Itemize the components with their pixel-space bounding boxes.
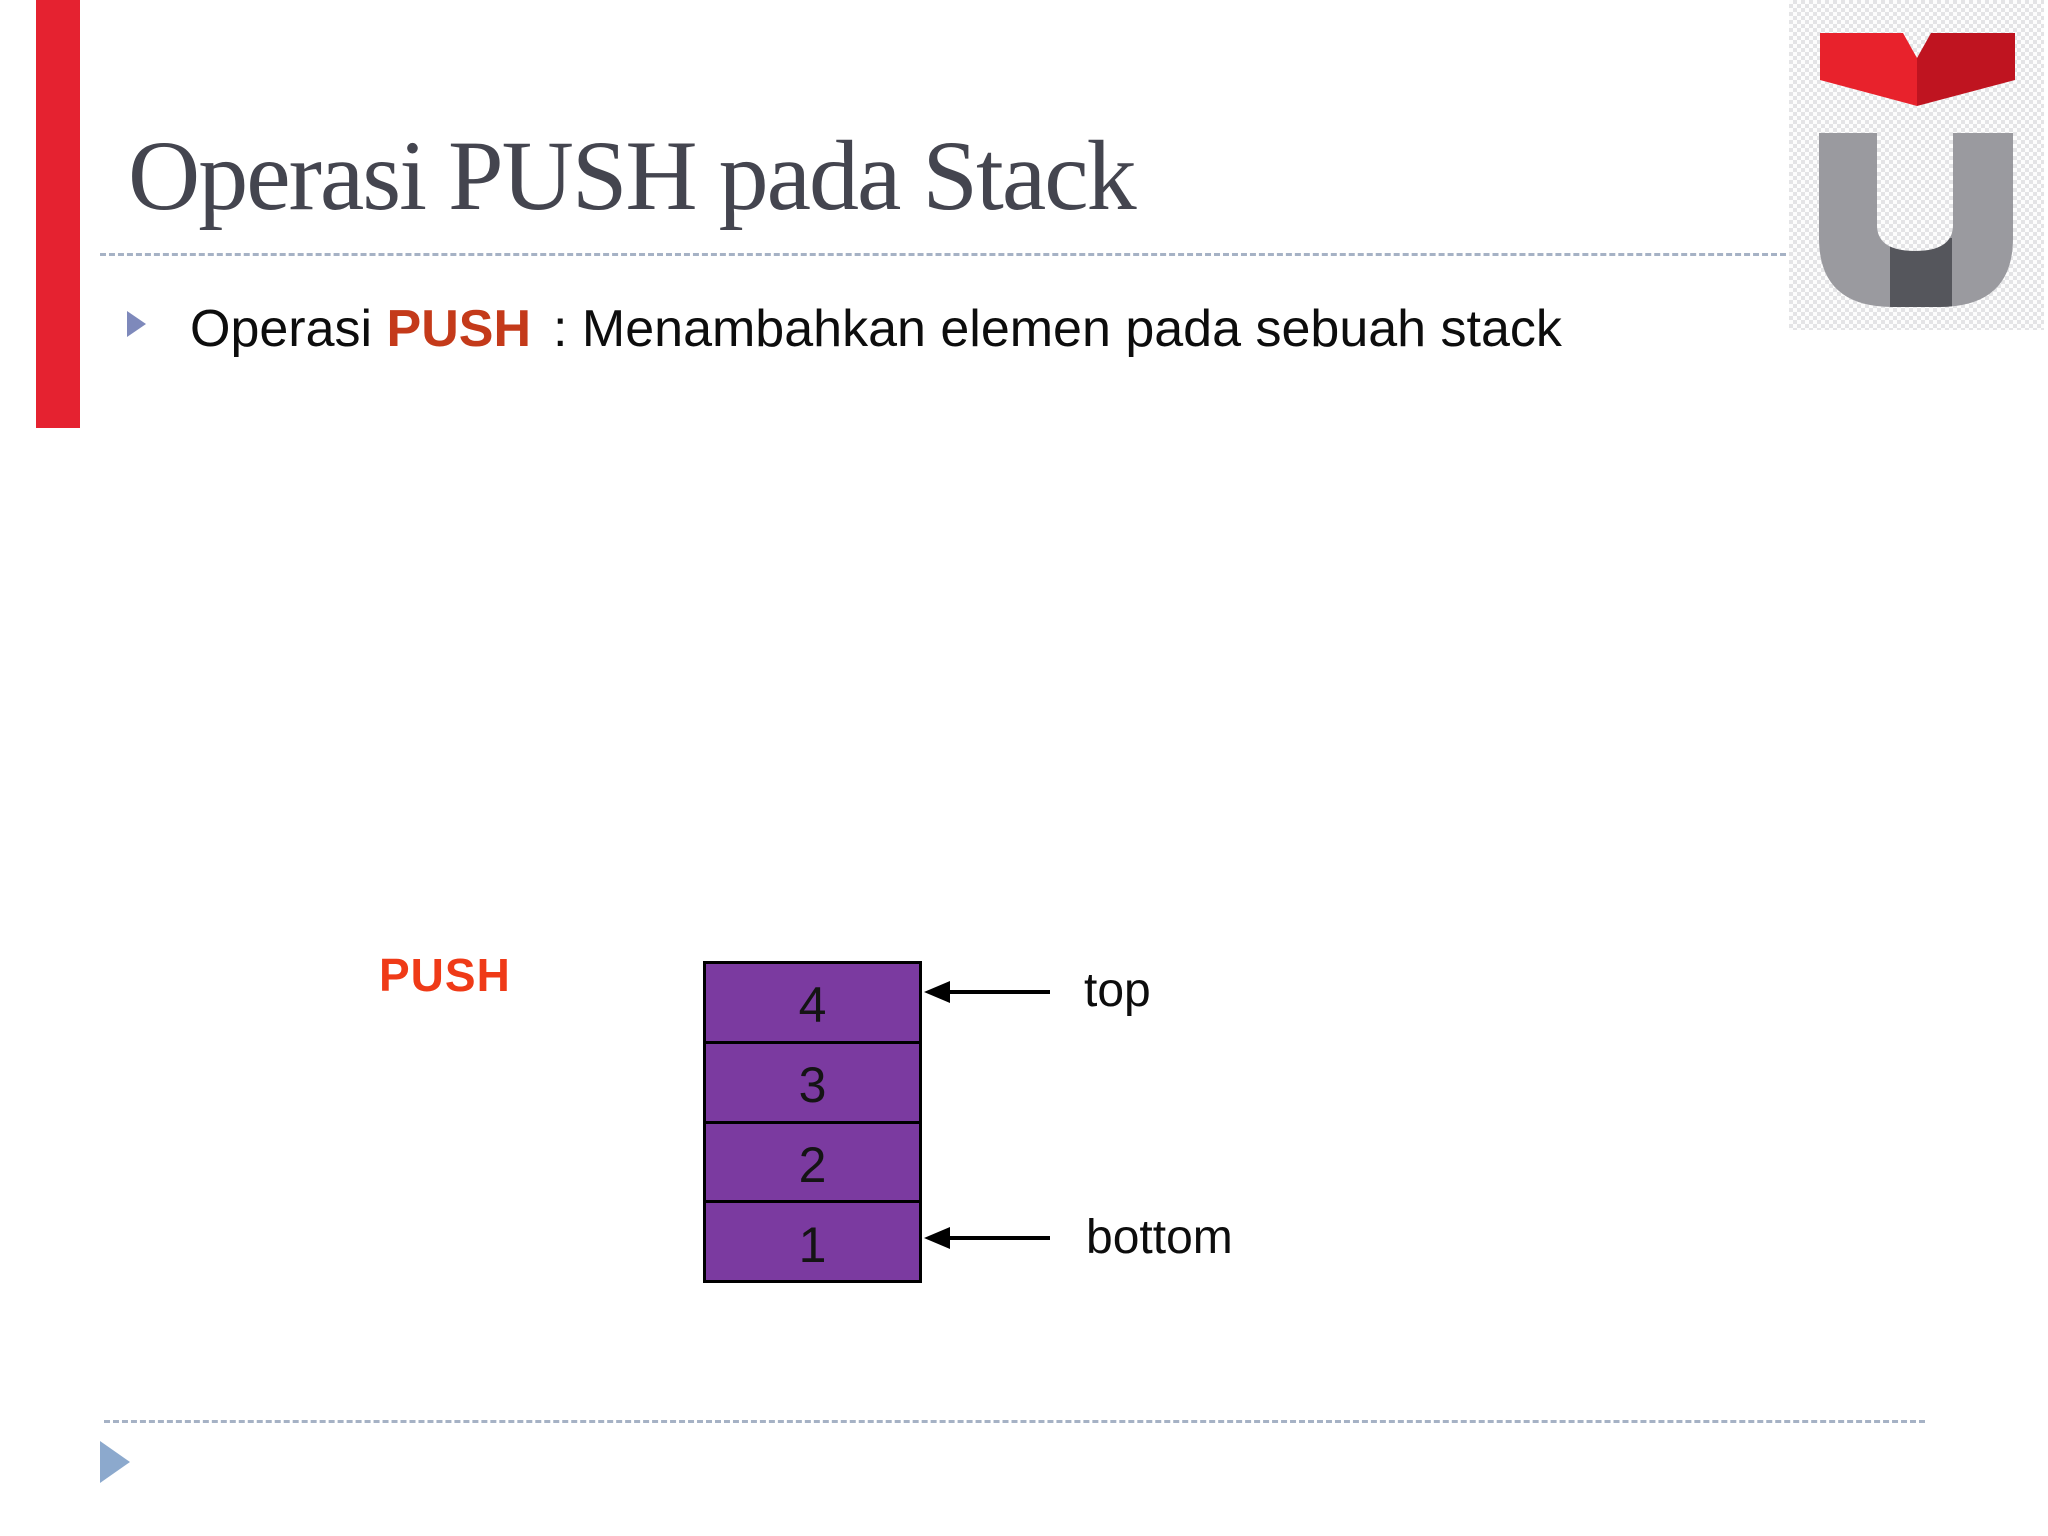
bullet-text: Operasi PUSH : Menambahkan elemen pada se…	[190, 299, 1562, 359]
triangle-right-icon	[100, 1441, 130, 1483]
stack-cell: 3	[706, 1040, 919, 1121]
title-divider	[100, 253, 1786, 256]
bullet-text-after: : Menambahkan elemen pada sebuah stack	[553, 300, 1562, 358]
logo-graphic	[1819, 33, 2015, 307]
top-pointer-label: top	[1084, 964, 1151, 1017]
footer-divider	[104, 1420, 1925, 1423]
bullet-text-before: Operasi	[190, 300, 387, 358]
bullet-text-highlight: PUSH	[386, 300, 532, 358]
logo-book-right	[1917, 33, 2015, 106]
stack-cell: 4	[798, 977, 827, 1034]
page-title: Operasi PUSH pada Stack	[128, 120, 1137, 231]
open-book-over-u-university-logo	[1789, 0, 2044, 330]
logo-u-shape	[1819, 133, 2013, 307]
triangle-right-icon	[127, 311, 146, 337]
stack-cell: 1	[706, 1200, 919, 1280]
logo-book-left	[1820, 33, 1917, 106]
bottom-pointer-label: bottom	[1086, 1211, 1233, 1264]
arrow-left-icon	[924, 1227, 950, 1249]
arrow-left-icon	[924, 981, 950, 1003]
push-operation-label: PUSH	[379, 949, 511, 1001]
accent-bar	[36, 0, 80, 428]
stack-diagram: 4 3 2 1	[703, 961, 922, 1283]
stack-cell: 2	[706, 1120, 919, 1201]
logo-u-shadow	[1890, 238, 1952, 307]
